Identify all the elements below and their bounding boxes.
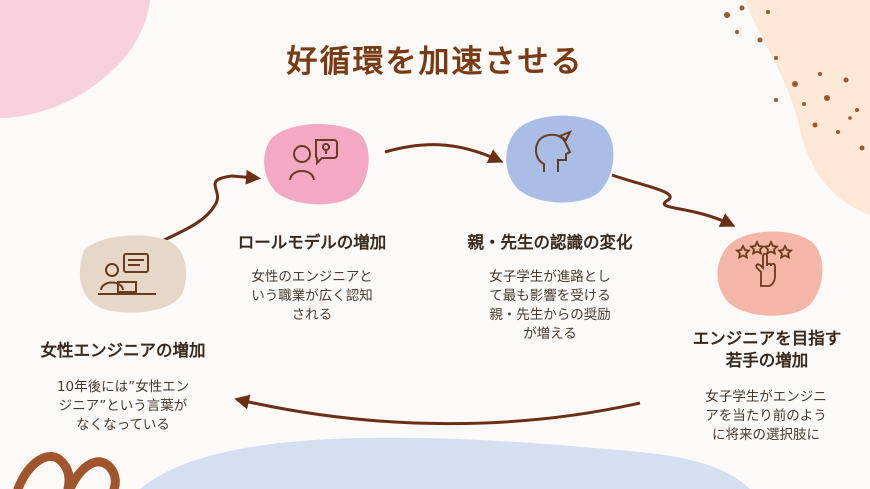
page-title: 好循環を加速させる [286,44,584,80]
arrow-stage3-to-stage4 [611,173,736,227]
arrow-stage1-to-stage2 [159,169,261,244]
arrow-stage2-to-stage3 [384,143,504,164]
stage1-title: 女性エンジニアの増加 [40,341,206,360]
arrow-stage4-to-stage1 [234,394,641,426]
brown-stroke-2 [65,457,120,489]
peach-watercolor-top-right [745,0,870,215]
brown-stroke-1 [13,452,74,489]
stage4-description: 女子学生がエンジニ アを当たり前のよう に将来の選択肢に [705,389,827,443]
engineer-at-desk-icon [98,253,156,295]
stage4-blob [717,231,823,316]
stage2-description: 女性のエンジニアと いう職業が広く認知 される [251,269,373,323]
head-thinking-icon [535,130,573,172]
stage2-title: ロールモデルの増加 [237,233,387,252]
stage3-description: 女子学生が進路とし て最も影響を受ける 親・先生からの奨励 が増える [489,269,611,342]
star-rating-hand-icon [735,239,793,287]
stage4-title: エンジニアを目指す 若手の増加 [692,329,842,370]
pink-watercolor-top-left [0,0,150,118]
blue-watercolor-bottom [140,437,750,489]
stage1-description: 10年後には”女性エン ジニア”という言葉が なくなっている [56,379,190,433]
role-model-idea-icon [289,139,338,181]
stage3-title: 親・先生の認識の変化 [467,233,633,252]
brown-dots [724,5,865,151]
